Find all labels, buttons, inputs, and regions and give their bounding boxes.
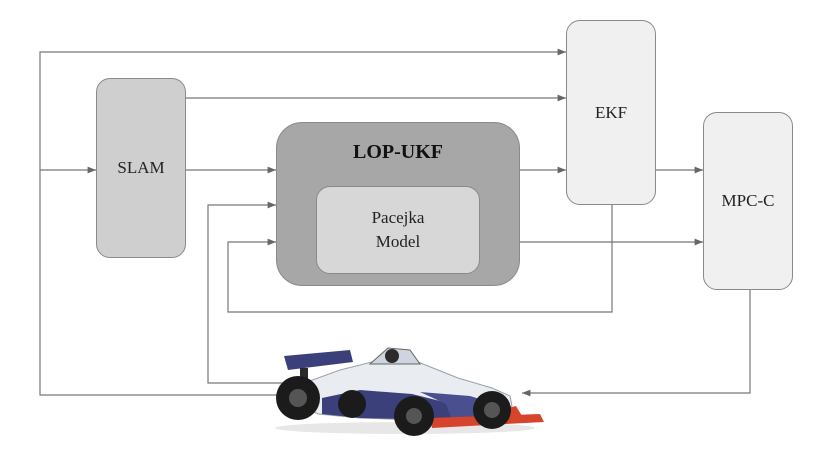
pacejka-label-line2: Model (375, 232, 421, 251)
mpc-c-block: MPC-C (703, 112, 793, 290)
slam-block: SLAM (96, 78, 186, 258)
arrow-car-to-ekf (39, 48, 566, 396)
ekf-block: EKF (566, 20, 656, 205)
pacejka-model-block: Pacejka Model (316, 186, 480, 274)
arrow-ekf-feedback (227, 205, 613, 313)
lop-ukf-label: LOP-UKF (353, 141, 443, 163)
arrow-mpc-to-car (522, 290, 751, 397)
race-car-icon (275, 347, 544, 436)
arrow-car-to-lopukf (207, 201, 288, 384)
pacejka-label-line1: Pacejka (371, 208, 425, 227)
mpc-c-label: MPC-C (721, 191, 775, 210)
ekf-label: EKF (594, 102, 628, 122)
slam-label: SLAM (117, 158, 165, 177)
